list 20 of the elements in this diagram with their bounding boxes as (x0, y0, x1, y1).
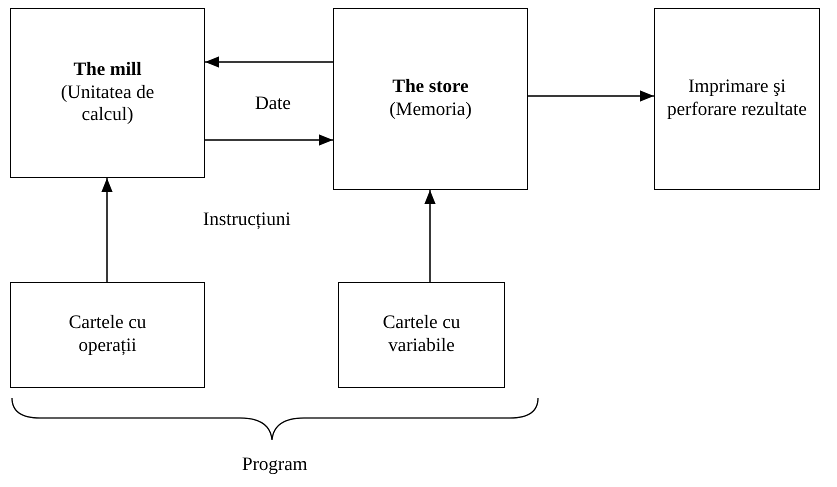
box-heading: The store (392, 76, 469, 99)
annotation-label: Instrucțiuni (203, 209, 291, 232)
arrow (424, 190, 436, 282)
arrow (205, 56, 333, 68)
box-text: Imprimare şi perforare rezultate (667, 76, 807, 122)
process-box (338, 282, 505, 388)
box-text: Cartele cu variabile (382, 312, 462, 358)
box-text: (Unitatea de calcul) (60, 82, 156, 128)
brace-label: Program (242, 454, 308, 477)
process-box (654, 8, 820, 190)
box-text: Cartele cu operații (68, 312, 148, 358)
arrow (528, 90, 654, 102)
box-heading: The mill (73, 58, 142, 82)
process-box (10, 282, 205, 388)
arrow (205, 134, 333, 146)
process-box (333, 8, 528, 190)
box-text: (Memoria) (389, 99, 472, 122)
arrow (101, 178, 113, 282)
process-box (10, 8, 205, 178)
annotation-label: Date (255, 93, 291, 116)
